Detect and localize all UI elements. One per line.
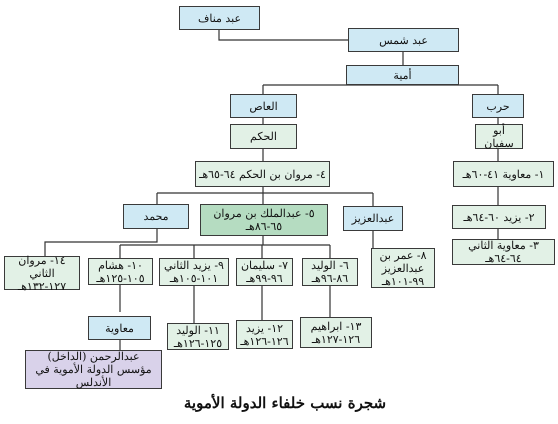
node-marwan-ii-name: ١٤- مروان الثاني — [18, 253, 66, 280]
node-marwan-i-label: ٤- مروان بن الحكم ٦٤-٦٥هـ — [199, 167, 326, 181]
node-ibrahim-name: ١٣- ابراهيم — [310, 319, 362, 333]
node-muawiya-ii: ٣- معاوية الثاني ٦٤-٦٤هـ — [452, 239, 555, 265]
node-abd-al-aziz: عبدالعزيز — [343, 206, 403, 231]
node-muawiya-ii-label: ٣- معاوية الثاني ٦٤-٦٤هـ — [468, 239, 539, 265]
node-yazid-i: ٢- يزيد ٦٠-٦٤هـ — [452, 205, 546, 229]
node-abd-al-malik-years: ٦٥-٨٦هـ — [245, 220, 283, 233]
node-umar-years: ٩٩-١٠١هـ — [381, 274, 425, 288]
node-abu-sufyan-label: أبو سفيان — [484, 123, 514, 150]
node-muawiya-iii-label: معاوية — [105, 321, 134, 335]
diagram-title: شجرة نسب خلفاء الدولة الأموية — [183, 394, 387, 412]
node-marwan-ii-years: ١٢٧-١٣٢هـ — [17, 279, 67, 293]
node-umar: ٨- عمر بن عبدالعزيز ٩٩-١٠١هـ — [371, 248, 435, 288]
node-muawiya-i: ١- معاوية ٤١-٦٠هـ — [453, 161, 554, 187]
node-muhammad-label: محمد — [143, 210, 169, 223]
node-umar-name-2: عبدالعزيز — [381, 261, 425, 275]
node-walid-i-years: ٨٦-٩٦هـ — [311, 272, 349, 285]
node-walid-i: ٦- الوليد ٨٦-٩٦هـ — [302, 258, 358, 286]
node-sulayman-years: ٩٦-٩٩هـ — [246, 272, 283, 285]
node-walid-ii: ١١- الوليد ١٢٥-١٢٦هـ — [167, 323, 229, 350]
node-walid-ii-name: ١١- الوليد — [176, 323, 220, 337]
node-al-hakam-label: الحكم — [250, 130, 277, 143]
node-abd-al-malik-name: ٥- عبدالملك بن مروان — [213, 207, 315, 220]
node-abd-shams-label: عبد شمس — [379, 33, 428, 47]
line-abd-al-malik-children — [119, 236, 331, 258]
node-abd-al-rahman-line-2: مؤسس الدولة الأموية في الأندلس — [35, 363, 152, 389]
node-abu-sufyan: أبو سفيان — [475, 123, 523, 150]
node-abd-shams: عبد شمس — [348, 28, 459, 52]
node-ibrahim-years: ١٢٦-١٢٧هـ — [311, 332, 361, 346]
node-ibrahim: ١٣- ابراهيم ١٢٦-١٢٧هـ — [300, 317, 372, 348]
line-abd-manaf-abd-shams — [218, 30, 348, 41]
node-yazid-ii-name: ٩- يزيد الثاني — [164, 259, 224, 272]
node-yazid-ii-years: ١٠١-١٠٥هـ — [169, 272, 219, 285]
node-sulayman: ٧- سليمان ٩٦-٩٩هـ — [236, 258, 293, 286]
node-yazid-ii: ٩- يزيد الثاني ١٠١-١٠٥هـ — [159, 258, 229, 286]
node-yazid-i-label: ٢- يزيد ٦٠-٦٤هـ — [463, 210, 535, 224]
node-muawiya-iii: معاوية — [88, 316, 151, 340]
node-harb: حرب — [472, 94, 524, 118]
node-yazid-iii: ١٢- يزيد ١٢٦-١٢٦هـ — [236, 320, 293, 349]
line-marwan-children — [156, 187, 374, 206]
node-al-hakam: الحكم — [230, 124, 297, 149]
node-abd-al-rahman: عبدالرحمن (الداخل) مؤسس الدولة الأموية ف… — [25, 350, 162, 389]
node-sulayman-name: ٧- سليمان — [240, 259, 289, 272]
node-hisham-years: ١٠٥-١٢٥هـ — [96, 271, 145, 285]
node-hisham-name: ١٠- هشام — [98, 258, 143, 272]
node-umayya-label: أمية — [393, 68, 412, 82]
node-abd-al-rahman-line-1: عبدالرحمن (الداخل) — [47, 350, 140, 363]
node-marwan-ii: ١٤- مروان الثاني ١٢٧-١٣٢هـ — [4, 253, 80, 293]
node-hisham: ١٠- هشام ١٠٥-١٢٥هـ — [88, 258, 153, 285]
node-yazid-iii-name: ١٢- يزيد — [246, 321, 284, 335]
node-muawiya-i-label: ١- معاوية ٤١-٦٠هـ — [462, 167, 545, 181]
node-al-as-label: العاص — [249, 99, 278, 113]
node-muhammad: محمد — [123, 204, 189, 229]
node-abd-manaf: عبد مناف — [179, 6, 260, 30]
node-yazid-iii-years: ١٢٦-١٢٦هـ — [240, 334, 289, 348]
node-abd-al-aziz-label: عبدالعزيز — [351, 212, 395, 225]
node-walid-ii-years: ١٢٥-١٢٦هـ — [173, 336, 223, 350]
node-abd-manaf-label: عبد مناف — [197, 11, 242, 25]
node-umayya: أمية — [346, 65, 459, 85]
node-harb-label: حرب — [486, 99, 510, 113]
node-abd-al-malik: ٥- عبدالملك بن مروان ٦٥-٨٦هـ — [200, 204, 328, 236]
line-muhammad-marwan-ii — [44, 229, 158, 256]
node-walid-i-name: ٦- الوليد — [311, 259, 349, 272]
node-al-as: العاص — [230, 94, 297, 118]
node-marwan-i: ٤- مروان بن الحكم ٦٤-٦٥هـ — [195, 161, 330, 187]
node-umar-name-1: ٨- عمر بن — [379, 248, 427, 262]
